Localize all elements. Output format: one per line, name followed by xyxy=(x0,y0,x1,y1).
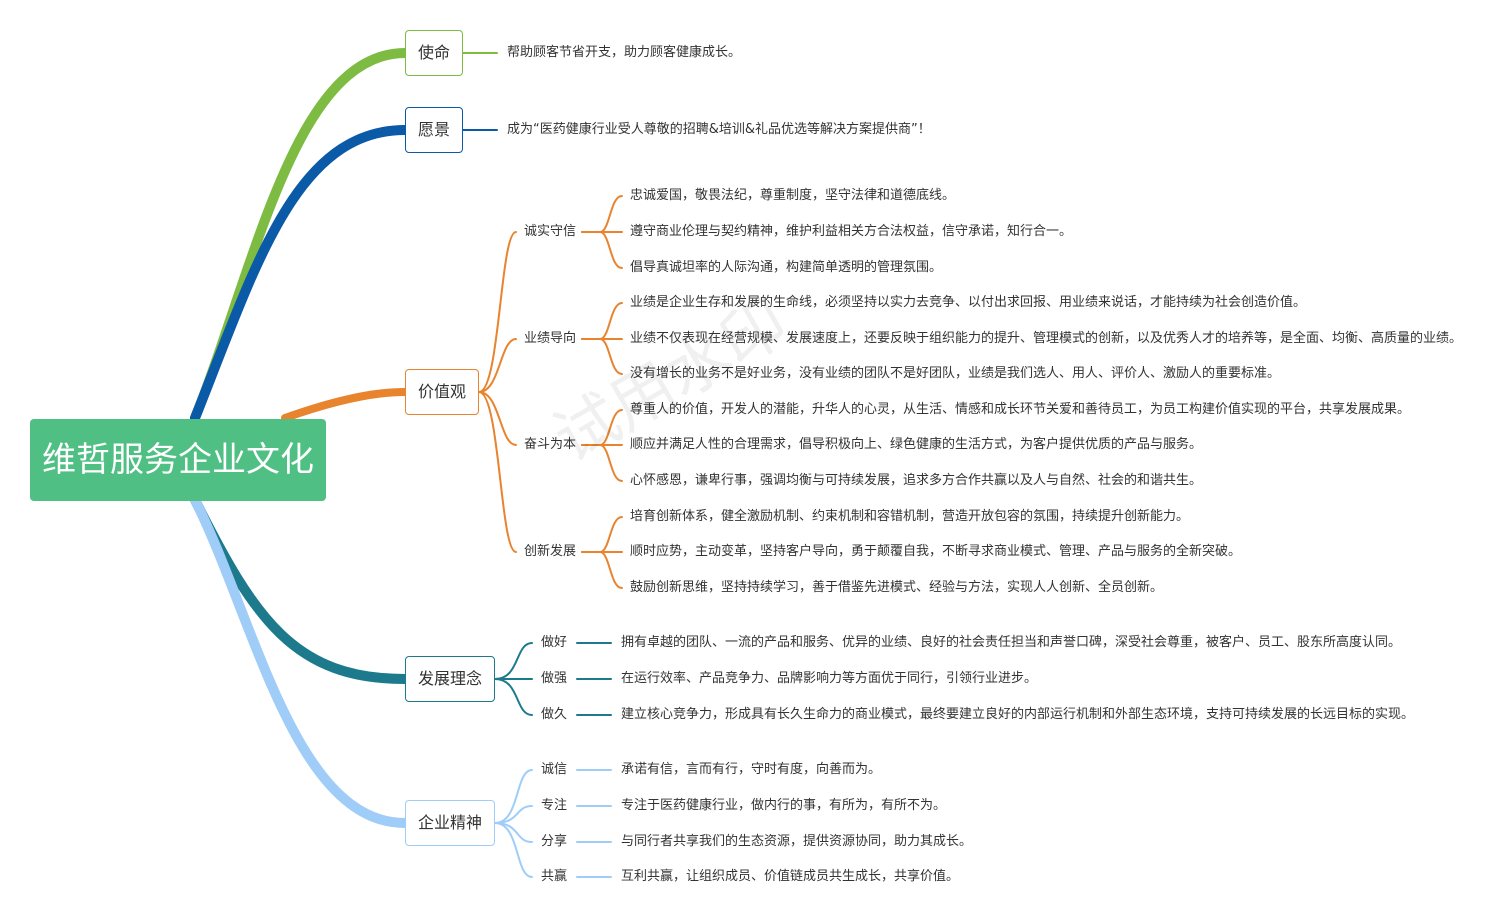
value-group-label[interactable]: 业绩导向 xyxy=(524,331,577,346)
value-item[interactable]: 忠诚爱国，敬畏法纪，尊重制度，坚守法律和道德底线。 xyxy=(630,188,956,203)
value-item[interactable]: 业绩是企业生存和发展的生命线，必须坚持以实力去竞争、以付出求回报、用业绩来说话，… xyxy=(630,295,1307,310)
value-item[interactable]: 没有增长的业务不是好业务，没有业绩的团队不是好团队，业绩是我们选人、用人、评价人… xyxy=(630,366,1281,381)
value-item[interactable]: 鼓励创新思维，坚持持续学习，善于借鉴先进模式、经验与方法，实现人人创新、全员创新… xyxy=(630,580,1164,595)
pair-text[interactable]: 承诺有信，言而有行，守时有度，向善而为。 xyxy=(621,762,882,777)
value-leaf-connector xyxy=(581,338,623,375)
pair-label[interactable]: 做好 xyxy=(541,635,568,650)
branch-spirit[interactable]: 企业精神 xyxy=(405,800,495,846)
value-item[interactable]: 顺应并满足人性的合理需求，倡导积极向上、绿色健康的生活方式，为客户提供优质的产品… xyxy=(630,437,1203,452)
pair-label[interactable]: 专注 xyxy=(541,798,568,813)
root-node[interactable]: 维哲服务企业文化 xyxy=(30,419,326,501)
pair-text[interactable]: 与同行者共享我们的生态资源，提供资源协同，助力其成长。 xyxy=(621,834,973,849)
branch-values[interactable]: 价值观 xyxy=(405,369,479,415)
pair-connector xyxy=(494,678,533,716)
pair-connector xyxy=(494,642,533,680)
pair-label[interactable]: 做久 xyxy=(541,707,568,722)
value-item[interactable]: 顺时应势，主动变革，坚持客户导向，勇于颠覆自我，不断寻求商业模式、管理、产品与服… xyxy=(630,544,1242,559)
value-group-label[interactable]: 创新发展 xyxy=(524,544,577,559)
pair-text[interactable]: 互利共赢，让组织成员、价值链成员共生成长，共享价值。 xyxy=(621,869,960,884)
value-group-label[interactable]: 奋斗为本 xyxy=(524,437,577,452)
pair-label[interactable]: 诚信 xyxy=(541,762,568,777)
pair-text[interactable]: 专注于医药健康行业，做内行的事，有所为，有所不为。 xyxy=(621,798,947,813)
pair-label[interactable]: 分享 xyxy=(541,834,568,849)
value-leaf-connector xyxy=(581,231,623,269)
value-item[interactable]: 遵守商业伦理与契约精神，维护利益相关方合法权益，信守承诺，知行合一。 xyxy=(630,224,1073,239)
value-item[interactable]: 尊重人的价值，开发人的潜能，升华人的心灵，从生活、情感和成长环节关爱和善待员工，… xyxy=(630,402,1411,417)
pair-label[interactable]: 共赢 xyxy=(541,869,568,884)
value-item[interactable]: 倡导真诚坦率的人际沟通，构建简单透明的管理氛围。 xyxy=(630,260,943,275)
value-leaf-connector xyxy=(581,516,623,553)
branch-development[interactable]: 发展理念 xyxy=(405,656,495,702)
pair-text[interactable]: 拥有卓越的团队、一流的产品和服务、优异的业绩、良好的社会责任担当和声誉口碑，深受… xyxy=(621,635,1402,650)
value-leaf-connector xyxy=(581,195,623,233)
value-group-label[interactable]: 诚实守信 xyxy=(524,224,577,239)
value-leaf-connector xyxy=(581,302,623,340)
group-connector xyxy=(478,231,517,393)
branch-connector-values xyxy=(281,388,409,422)
group-connector xyxy=(478,391,517,553)
value-leaf-connector xyxy=(581,551,623,589)
value-leaf-connector xyxy=(581,409,623,446)
value-leaf-connector xyxy=(581,444,623,482)
branch-connector-development xyxy=(190,495,410,684)
value-item[interactable]: 培育创新体系，健全激励机制、约束机制和容错机制，营造开放包容的氛围，持续提升创新… xyxy=(630,509,1190,524)
value-item[interactable]: 业绩不仅表现在经营规模、发展速度上，还要反映于组织能力的提升、管理模式的创新，以… xyxy=(630,331,1463,346)
pair-text[interactable]: 建立核心竞争力，形成具有长久生命力的商业模式，最终要建立良好的内部运行机制和外部… xyxy=(621,707,1415,722)
value-item[interactable]: 心怀感恩，谦卑行事，强调均衡与可持续发展，追求多方合作共赢以及人与自然、社会的和… xyxy=(630,473,1203,488)
pair-label[interactable]: 做强 xyxy=(541,671,568,686)
pair-connector xyxy=(494,822,533,878)
pair-connector xyxy=(494,769,533,824)
branch-connector-vision xyxy=(190,125,410,423)
branch-mission[interactable]: 使命 xyxy=(405,30,463,76)
leaf-text[interactable]: 成为“医药健康行业受人尊敬的招聘&培训&礼品优选等解决方案提供商”！ xyxy=(507,122,931,137)
pair-connector xyxy=(494,805,533,824)
group-connector xyxy=(478,338,517,393)
branch-vision[interactable]: 愿景 xyxy=(405,107,463,153)
group-connector xyxy=(478,391,517,446)
branch-connector-mission xyxy=(190,48,410,423)
branch-connector-spirit xyxy=(190,495,410,828)
pair-text[interactable]: 在运行效率、产品竞争力、品牌影响力等方面优于同行，引领行业进步。 xyxy=(621,671,1038,686)
leaf-text[interactable]: 帮助顾客节省开支，助力顾客健康成长。 xyxy=(507,45,742,60)
